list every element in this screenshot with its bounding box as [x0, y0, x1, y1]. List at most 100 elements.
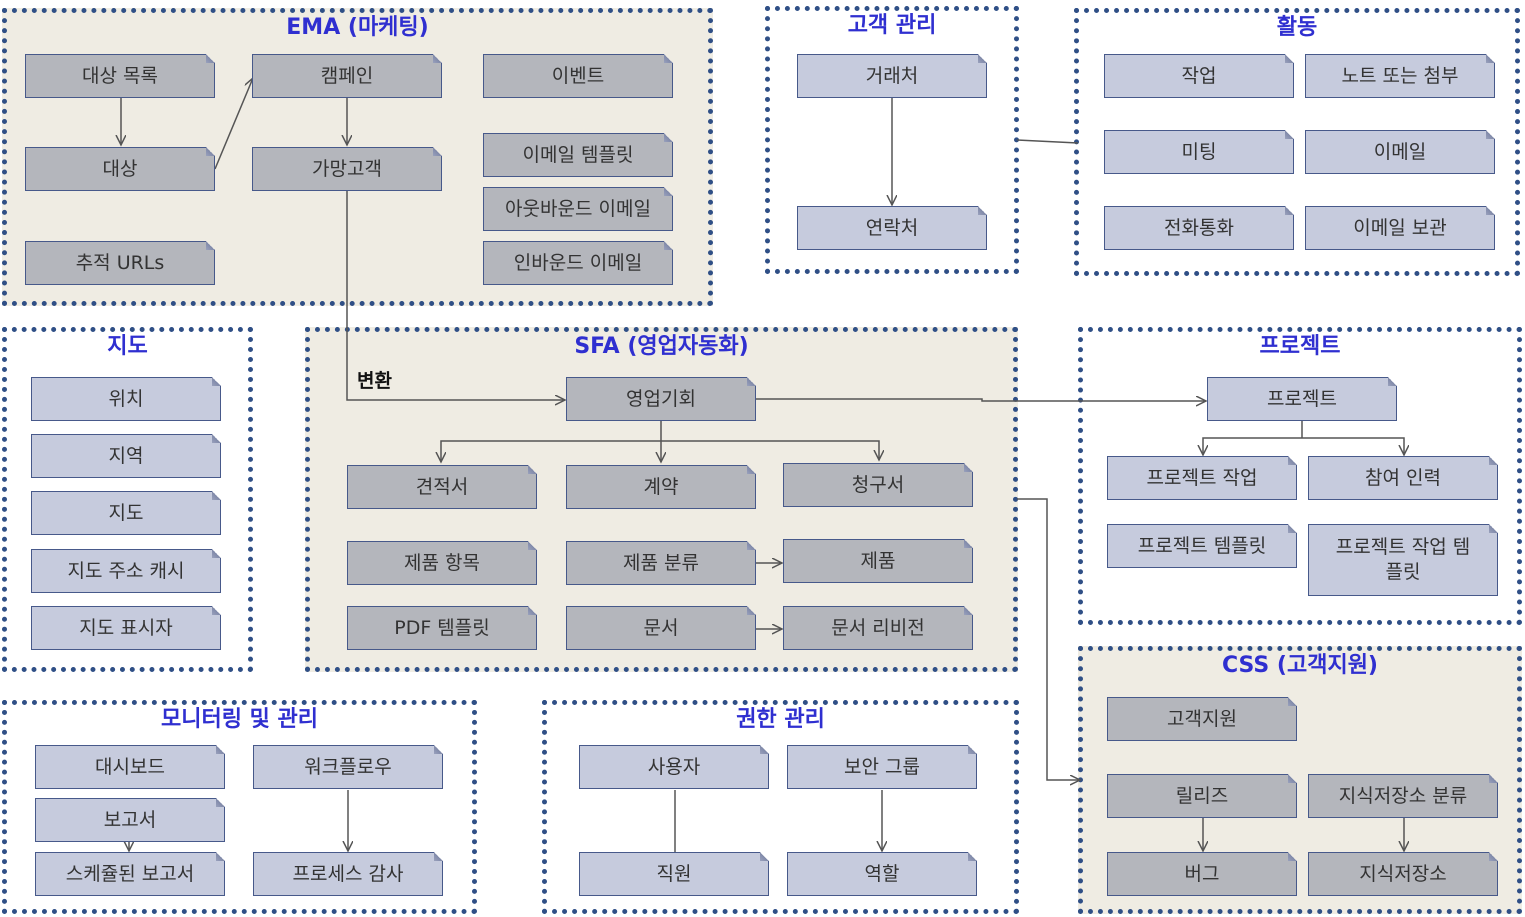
node-project-task-template: 프로젝트 작업 템플릿: [1308, 524, 1498, 596]
node-kb: 지식저장소: [1308, 852, 1498, 896]
node-label: 지도 표시자: [79, 616, 173, 639]
group-title-monitoring: 모니터링 및 관리: [161, 707, 318, 732]
node-label: 영업기회: [626, 387, 696, 410]
node-label: 지도: [108, 501, 144, 524]
node-label: 이메일 템플릿: [522, 143, 634, 166]
node-task: 작업: [1104, 54, 1294, 98]
node-label: 보고서: [103, 808, 157, 831]
node-process-audit: 프로세스 감사: [253, 852, 443, 896]
node-event: 이벤트: [483, 54, 673, 98]
node-product: 제품: [783, 539, 973, 583]
node-account: 거래처: [797, 54, 987, 98]
group-monitoring: 모니터링 및 관리: [2, 700, 477, 914]
node-label: 노트 또는 첨부: [1341, 64, 1459, 87]
node-document: 문서: [566, 606, 756, 650]
node-label: 계약: [643, 475, 679, 498]
group-title-css: CSS (고객지원): [1222, 653, 1378, 678]
edge-sfa-css: [1017, 498, 1080, 780]
node-product-item: 제품 항목: [347, 541, 537, 585]
node-label: 워크플로우: [304, 755, 392, 778]
node-label: 이벤트: [551, 64, 605, 87]
node-pdf-template: PDF 템플릿: [347, 606, 537, 650]
node-campaign: 캠페인: [252, 54, 442, 98]
node-contract: 계약: [566, 465, 756, 509]
node-outbound-email: 아웃바운드 이메일: [483, 187, 673, 231]
node-release: 릴리즈: [1107, 774, 1297, 818]
node-label: 대상: [102, 157, 138, 180]
node-employee: 직원: [579, 852, 769, 896]
node-label: 미팅: [1181, 140, 1217, 163]
node-marker: 지도 표시자: [31, 606, 221, 650]
group-title-permissions: 권한 관리: [736, 707, 825, 732]
node-label: 프로젝트 템플릿: [1137, 534, 1267, 557]
node-label: 스케쥴된 보고서: [65, 862, 195, 885]
node-tracking-urls: 추적 URLs: [25, 241, 215, 285]
node-label: 프로젝트: [1267, 387, 1337, 410]
node-label: 지도 주소 캐시: [67, 559, 185, 582]
group-title-sfa: SFA (영업자동화): [574, 334, 749, 359]
node-label: 거래처: [865, 64, 919, 87]
node-project: 프로젝트: [1207, 377, 1397, 421]
group-project: 프로젝트: [1078, 327, 1522, 625]
group-permissions: 권한 관리: [542, 700, 1019, 914]
node-label: 견적서: [415, 475, 469, 498]
node-dashboard: 대시보드: [35, 745, 225, 789]
node-report: 보고서: [35, 798, 225, 842]
node-label: 프로젝트 작업 템플릿: [1335, 536, 1471, 583]
node-label: 이메일: [1373, 140, 1427, 163]
node-scheduled-report: 스케쥴된 보고서: [35, 852, 225, 896]
node-label: PDF 템플릿: [394, 616, 490, 639]
node-email-template: 이메일 템플릿: [483, 133, 673, 177]
node-user: 사용자: [579, 745, 769, 789]
node-security-group: 보안 그룹: [787, 745, 977, 789]
node-label: 제품 분류: [623, 551, 699, 574]
node-bug: 버그: [1107, 852, 1297, 896]
node-product-category: 제품 분류: [566, 541, 756, 585]
node-label: 연락처: [865, 216, 919, 239]
edge-account-activity: [1016, 139, 1079, 144]
node-note: 노트 또는 첨부: [1305, 54, 1495, 98]
group-title-activity: 활동: [1276, 15, 1318, 40]
node-label: 사용자: [647, 755, 701, 778]
group-title-ema: EMA (마케팅): [286, 15, 429, 40]
node-label: 이메일 보관: [1353, 216, 1447, 239]
node-meeting: 미팅: [1104, 130, 1294, 174]
node-label: 작업: [1181, 64, 1217, 87]
node-label: 참여 인력: [1365, 466, 1441, 489]
node-call: 전화통화: [1104, 206, 1294, 250]
node-target: 대상: [25, 147, 215, 191]
node-label: 직원: [656, 862, 692, 885]
node-label: 지식저장소: [1359, 862, 1447, 885]
node-label: 가망고객: [312, 157, 382, 180]
node-label: 버그: [1184, 862, 1220, 885]
node-label: 인바운드 이메일: [513, 251, 643, 274]
node-label: 문서: [643, 616, 679, 639]
node-label: 문서 리비전: [831, 616, 925, 639]
node-label: 대상 목록: [82, 64, 158, 87]
node-location: 위치: [31, 377, 221, 421]
node-label: 아웃바운드 이메일: [505, 197, 651, 220]
node-prospect: 가망고객: [252, 147, 442, 191]
group-map: 지도: [2, 327, 253, 672]
node-label: 위치: [108, 387, 144, 410]
node-label: 프로세스 감사: [292, 862, 404, 885]
node-kb-category: 지식저장소 분류: [1308, 774, 1498, 818]
node-label: 프로젝트 작업: [1146, 466, 1258, 489]
node-case: 고객지원: [1107, 697, 1297, 741]
node-label: 고객지원: [1167, 707, 1237, 730]
node-project-template: 프로젝트 템플릿: [1107, 524, 1297, 568]
node-label: 청구서: [851, 473, 905, 496]
node-email: 이메일: [1305, 130, 1495, 174]
node-target-list: 대상 목록: [25, 54, 215, 98]
node-label: 제품 항목: [404, 551, 480, 574]
node-label: 지역: [108, 444, 144, 467]
node-document-revision: 문서 리비전: [783, 606, 973, 650]
node-opportunity: 영업기회: [566, 377, 756, 421]
node-inbound-email: 인바운드 이메일: [483, 241, 673, 285]
node-label: 캠페인: [320, 64, 374, 87]
group-account-management: 고객 관리: [765, 6, 1019, 274]
node-email-archive: 이메일 보관: [1305, 206, 1495, 250]
node-map: 지도: [31, 491, 221, 535]
node-contact: 연락처: [797, 206, 987, 250]
node-label: 보안 그룹: [844, 755, 920, 778]
